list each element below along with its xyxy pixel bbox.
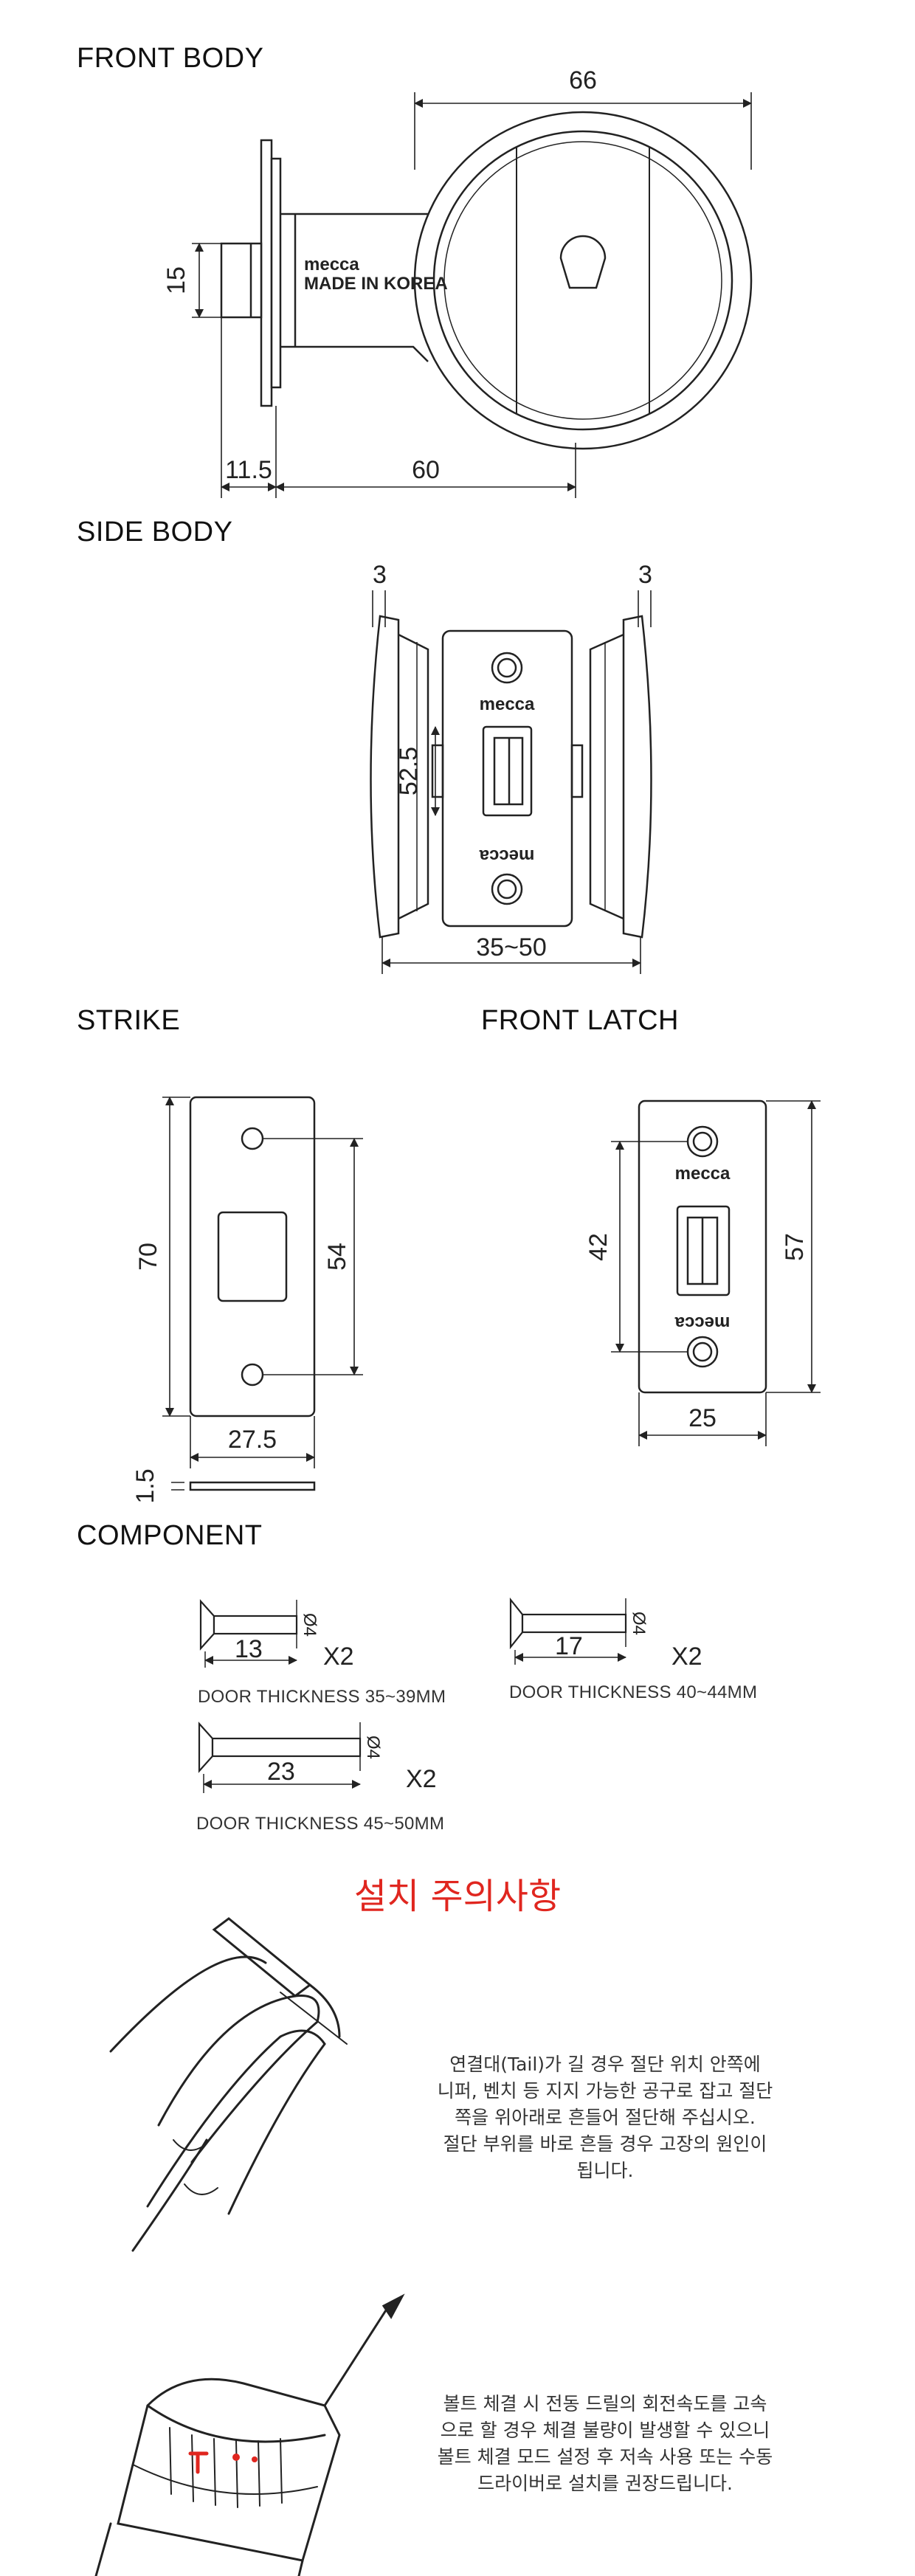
dim-strike-height: 70: [134, 1243, 162, 1271]
dim-side-height: 52.5: [395, 747, 423, 795]
dim-side-left-thick: 3: [373, 561, 387, 589]
dim-front-offset: 11.5: [225, 456, 272, 484]
strike-plate: [189, 1096, 316, 1418]
screw-13-qty: X2: [323, 1643, 354, 1671]
front-body-brand: mecca: [304, 255, 359, 274]
dim-front-height: 15: [162, 266, 190, 294]
dim-front-length: 60: [412, 456, 440, 484]
latch-window: [676, 1205, 731, 1296]
screw-13-diameter: Ø4: [300, 1613, 320, 1637]
screw-17: [509, 1597, 627, 1665]
latch-brand-bottom: mecca: [674, 1313, 730, 1333]
dim-side-range: 35~50: [476, 933, 547, 961]
side-brand-top: mecca: [480, 694, 535, 714]
note-tail-cutting: 연결대(Tail)가 길 경우 절단 위치 안쪽에 니퍼, 벤치 등 지지 가능…: [413, 2051, 797, 2184]
dim-side-right-thick: 3: [638, 561, 652, 589]
front-body-drawing: [220, 111, 753, 450]
handle-inner-ring: [432, 130, 733, 431]
note-tail-line-3: 쪽을 위아래로 흔들어 절단해 주십시오.: [455, 2107, 756, 2128]
caption-screw-13: DOOR THICKNESS 35~39MM: [198, 1687, 446, 1707]
pliers-cutting-illustration: [109, 1917, 348, 2252]
dim-strike-thickness: 1.5: [131, 1468, 159, 1503]
dim-strike-width: 27.5: [228, 1426, 277, 1454]
front-body-made-in: MADE IN KOREA: [304, 274, 448, 294]
screw-13-length: 13: [235, 1635, 263, 1663]
body-bottom-edge: [280, 345, 429, 362]
caption-screw-17: DOOR THICKNESS 40~44MM: [509, 1682, 758, 1702]
screw-23: [198, 1722, 362, 1793]
note-tail-line-5: 됩니다.: [576, 2160, 634, 2181]
strike-opening: [217, 1211, 288, 1302]
section-title-side-body: SIDE BODY: [77, 517, 233, 548]
screw-23-length: 23: [267, 1758, 295, 1786]
screw-17-qty: X2: [671, 1643, 702, 1671]
note-tail-line-2: 니퍼, 벤치 등 지지 가능한 공구로 잡고 절단: [437, 2080, 773, 2102]
screw-13: [199, 1599, 298, 1668]
note-tail-line-4: 절단 부위를 바로 흔들 경우 고장의 원인이: [443, 2133, 767, 2155]
installation-notes-title: 설치 주의사항: [353, 1876, 562, 1917]
note-drill-speed: 볼트 체결 시 전동 드릴의 회전속도를 고속 으로 할 경우 체결 불량이 발…: [413, 2391, 797, 2497]
strike-thickness-profile: [189, 1481, 316, 1491]
screw-17-length: 17: [555, 1632, 583, 1660]
side-body-drawing: [370, 615, 652, 939]
front-latch-drawing: [638, 1099, 767, 1394]
screw-23-qty: X2: [406, 1765, 437, 1793]
note-drill-line-2: 으로 할 경우 체결 불량이 발생할 수 있으니: [440, 2420, 770, 2441]
note-drill-line-4: 드라이버로 설치를 권장드립니다.: [477, 2473, 733, 2494]
side-left-handle: [370, 615, 400, 939]
front-flange-inner: [270, 157, 282, 389]
caption-screw-23: DOOR THICKNESS 45~50MM: [196, 1814, 445, 1834]
section-title-front-latch: FRONT LATCH: [481, 1005, 679, 1036]
latch-brand-top: mecca: [675, 1164, 731, 1184]
section-title-front-body: FRONT BODY: [77, 43, 264, 74]
side-latch-plate: [441, 629, 573, 928]
handle-outer: [413, 111, 753, 450]
section-title-strike: STRIKE: [77, 1005, 181, 1036]
emergency-slot: [559, 235, 607, 289]
side-right-handle: [622, 615, 652, 939]
dim-front-width: 66: [569, 66, 597, 94]
dim-latch-width: 25: [688, 1404, 717, 1432]
dim-latch-hole-spacing: 42: [584, 1233, 612, 1261]
section-title-component: COMPONENT: [77, 1520, 263, 1551]
side-brand-bottom: mecca: [479, 846, 534, 866]
latch-bolt: [220, 242, 263, 319]
note-tail-line-1: 연결대(Tail)가 길 경우 절단 위치 안쪽에: [449, 2054, 761, 2075]
dim-latch-height: 57: [781, 1233, 809, 1261]
front-flange-outer: [260, 139, 273, 407]
note-drill-line-3: 볼트 체결 모드 설정 후 저속 사용 또는 수동: [437, 2446, 773, 2468]
dim-strike-hole-spacing: 54: [323, 1243, 351, 1271]
note-drill-line-1: 볼트 체결 시 전동 드릴의 회전속도를 고속: [443, 2393, 767, 2414]
screw-17-diameter: Ø4: [629, 1612, 649, 1635]
power-drill-illustration: [94, 2293, 405, 2576]
screw-23-diameter: Ø4: [363, 1736, 383, 1759]
